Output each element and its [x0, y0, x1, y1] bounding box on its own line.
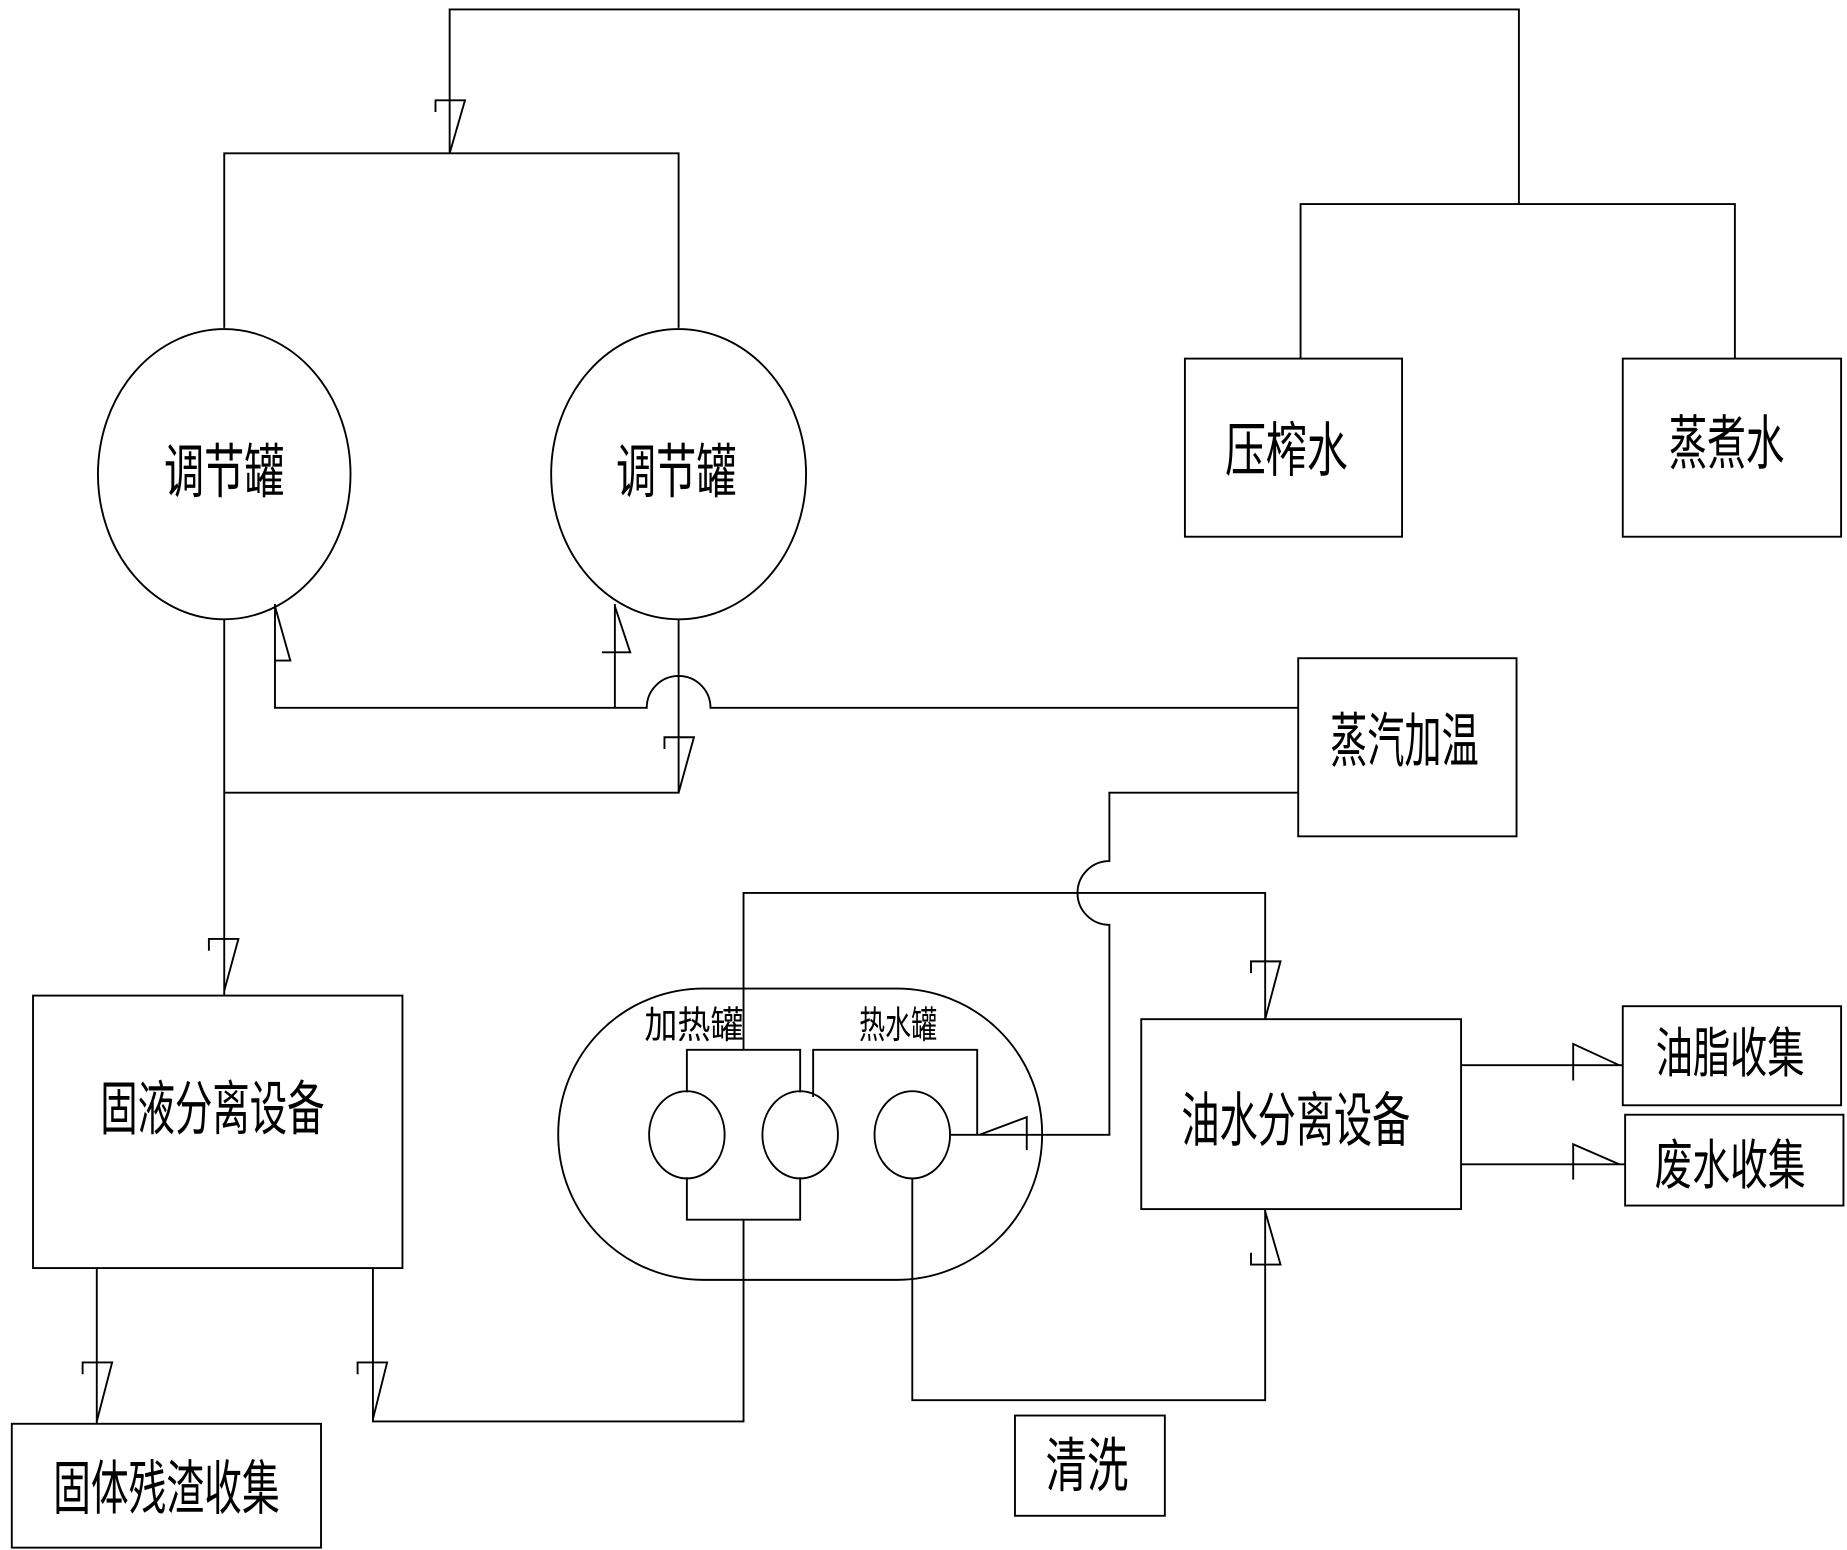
- hot-water-tank-label: 热水罐: [859, 1003, 937, 1047]
- check-valve-to-separator: [207, 938, 240, 992]
- check-valve-right-tank-outlet: [663, 736, 696, 793]
- regulating-tank-left: [97, 328, 352, 621]
- check-valve-oil-water-inlet-top: [1250, 960, 1282, 1020]
- check-valve-return-loop: [434, 99, 467, 154]
- solid-liquid-separator-box: [32, 994, 404, 1270]
- check-valve-oil-water-inlet-bottom: [1250, 1211, 1282, 1266]
- regulating-tank-right-label: 调节罐: [616, 437, 736, 506]
- oil-water-separator-label: 油水分离设备: [1181, 1086, 1410, 1155]
- pipe-steam-to-tanks: [274, 603, 1299, 709]
- cleaning-label: 清洗: [1046, 1432, 1129, 1501]
- grease-collection-label: 油脂收集: [1656, 1022, 1805, 1085]
- heating-unit-enclosure: [557, 987, 1044, 1281]
- solid-residue-collection-label: 固体残渣收集: [53, 1454, 280, 1523]
- check-valve-to-grease: [1572, 1042, 1620, 1081]
- cooking-water-box: [1621, 357, 1843, 538]
- check-valve-steam-to-hot-water: [979, 1115, 1028, 1151]
- pipe-separator-to-heating: [371, 1219, 745, 1423]
- pipe-right-tank-outlet: [224, 619, 680, 794]
- solid-residue-collection-box: [10, 1422, 322, 1549]
- pipe-hot-water-top-bracket: [812, 1048, 979, 1135]
- pipe-cleaning-to-oil-water: [911, 1178, 1267, 1402]
- pipe-heating-top-bracket: [685, 1048, 802, 1093]
- oil-water-separator-box: [1140, 1018, 1463, 1211]
- steam-heating-box: [1297, 657, 1518, 838]
- press-water-label: 压榨水: [1225, 416, 1348, 485]
- pipe-tank-inlet-header: [223, 152, 680, 328]
- pipe-source-header: [1299, 203, 1736, 359]
- heating-tank-vessel-1: [648, 1090, 726, 1180]
- check-valve-steam-right-tank: [601, 606, 632, 654]
- check-valve-steam-left-tank: [274, 606, 292, 662]
- grease-collection-box: [1621, 1005, 1843, 1107]
- pipe-return-loop: [448, 8, 1520, 205]
- wastewater-collection-box: [1624, 1113, 1845, 1207]
- wastewater-collection-label: 废水收集: [1655, 1134, 1806, 1197]
- heating-tank-vessel-2: [761, 1090, 839, 1180]
- check-valve-to-residue: [81, 1361, 114, 1422]
- pipe-steam-to-hot-water-tank: [950, 791, 1299, 1136]
- regulating-tank-left-label: 调节罐: [164, 437, 284, 506]
- check-valve-to-wastewater: [1572, 1142, 1620, 1180]
- hot-water-tank-vessel: [873, 1090, 951, 1180]
- regulating-tank-right: [550, 328, 808, 621]
- cleaning-box: [1014, 1414, 1166, 1517]
- press-water-box: [1183, 357, 1404, 538]
- pipe-heating-bottom-bracket: [685, 1177, 802, 1221]
- check-valve-separator-to-heating: [356, 1361, 389, 1420]
- pipe-heating-tank-to-oil-water: [742, 892, 1267, 1050]
- steam-heating-label: 蒸汽加温: [1330, 706, 1479, 775]
- solid-liquid-separator-label: 固液分离设备: [100, 1074, 324, 1143]
- heating-tank-label: 加热罐: [644, 1003, 743, 1047]
- cooking-water-label: 蒸煮水: [1669, 409, 1785, 478]
